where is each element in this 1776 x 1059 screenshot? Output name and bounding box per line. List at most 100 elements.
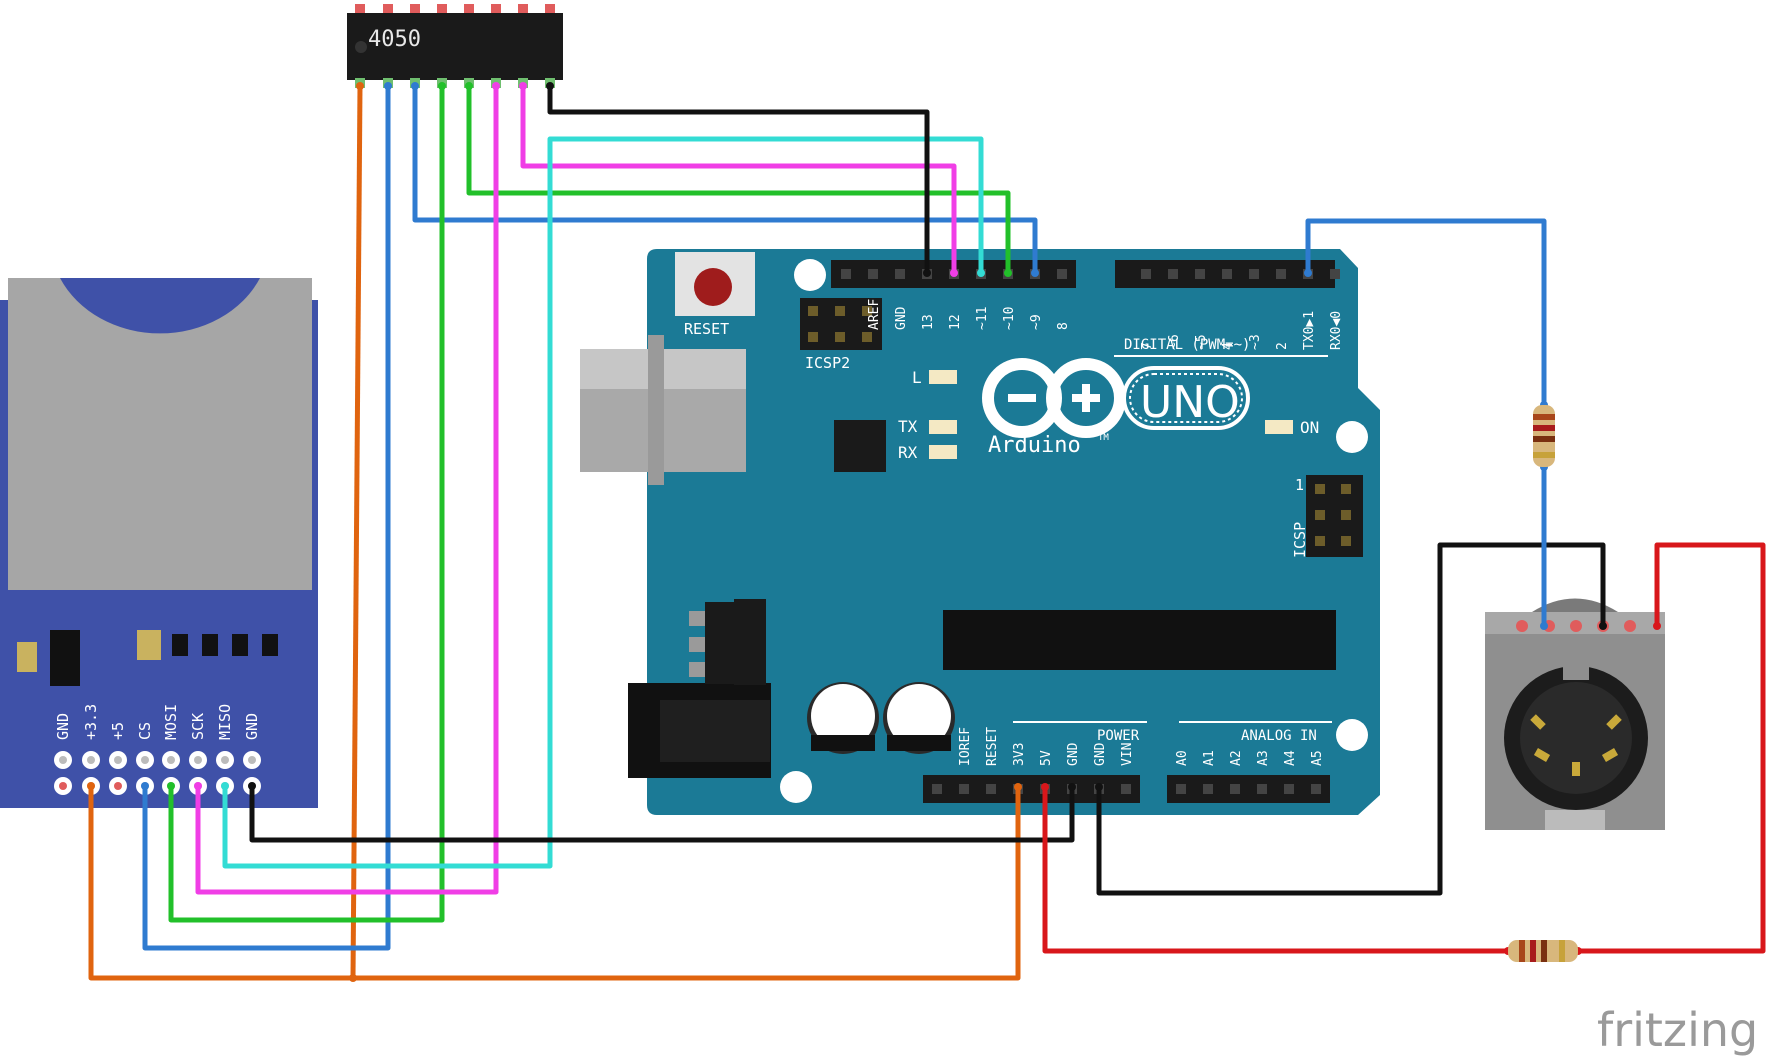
header-pin	[1311, 784, 1321, 794]
wire-endpoint	[1014, 783, 1022, 791]
icsp-pin	[1315, 484, 1325, 494]
analog-pin-label: A0	[1175, 750, 1190, 766]
wire-endpoint	[465, 82, 473, 90]
sd-pin-hole	[221, 756, 229, 764]
header-pin	[868, 269, 878, 279]
wire-blue-cs	[142, 86, 391, 951]
digital-pin-label: ~9	[1029, 314, 1044, 330]
icsp-header	[1306, 475, 1363, 557]
digital-pin-label: RX0◀0	[1329, 311, 1344, 350]
wire-endpoint	[221, 782, 229, 790]
chip-label: 4050	[368, 27, 421, 52]
sd-pin-label: MISO	[216, 704, 234, 740]
digital-label: DIGITAL (PWM=~)	[1124, 337, 1250, 353]
led-tx	[929, 420, 957, 434]
digital-pin-label: 13	[921, 314, 936, 330]
midi-din-connector	[1485, 598, 1665, 830]
fritzing-watermark: fritzing	[1597, 1003, 1758, 1057]
icsp-pin	[1315, 536, 1325, 546]
digital-pin-label: AREF	[867, 299, 882, 330]
digital-pin-label: 7	[1140, 342, 1155, 350]
sd-pin-label: +3.3	[82, 704, 100, 740]
header-pin	[1249, 269, 1259, 279]
header-pin	[1203, 784, 1213, 794]
led-rx-label: RX	[898, 443, 918, 462]
header-pin	[932, 784, 942, 794]
wire-black-sd-gnd	[249, 786, 1075, 843]
chip-pin	[410, 4, 420, 16]
chip-pin	[464, 4, 474, 16]
wire-orange-chip	[350, 85, 363, 979]
sd-pin-hole	[87, 756, 95, 764]
wire-orange-bus	[88, 786, 1021, 981]
digital-pin-label: ~10	[1002, 307, 1017, 330]
led-rx	[929, 445, 957, 459]
icsp2-pin	[862, 306, 872, 316]
icsp2-pin	[835, 332, 845, 342]
power-pin-label: GND	[1066, 742, 1081, 766]
icsp-pin	[1315, 510, 1325, 520]
header-pin	[1257, 784, 1267, 794]
capacitor-1	[807, 682, 879, 754]
power-pin-label: 5V	[1039, 750, 1054, 766]
wire-green-mosi	[168, 86, 445, 923]
mounting-hole	[794, 259, 826, 291]
led-l	[929, 370, 957, 384]
wire-endpoint	[356, 82, 364, 90]
wire-endpoint	[141, 782, 149, 790]
header-pin	[1121, 784, 1131, 794]
sd-pin-holes	[54, 751, 261, 795]
wire-endpoint	[546, 82, 554, 90]
sd-pin-label: MOSI	[162, 704, 180, 740]
icsp-pin	[1341, 484, 1351, 494]
wires	[87, 82, 1766, 982]
header-pin	[959, 784, 969, 794]
analog-pin-label: A1	[1202, 750, 1217, 766]
analog-label: ANALOG IN	[1241, 728, 1317, 744]
sd-pin-hole	[167, 756, 175, 764]
sd-pin-label: +5	[109, 722, 127, 740]
capacitor-2	[883, 682, 955, 754]
icsp2-pin	[835, 306, 845, 316]
power-pin-label: IOREF	[958, 727, 973, 766]
wire-endpoint	[923, 269, 931, 277]
digital-pin-label: ~3	[1248, 334, 1263, 350]
sd-pin-hole	[141, 756, 149, 764]
digital-pin-label: 8	[1056, 322, 1071, 330]
wire-endpoint	[384, 82, 392, 90]
icsp2-pin	[808, 332, 818, 342]
wire-endpoint	[1004, 269, 1012, 277]
digital-pin-label: ~6	[1167, 334, 1182, 350]
brand-name: Arduino	[988, 433, 1081, 458]
wire-endpoint	[438, 82, 446, 90]
icsp-pin	[1341, 536, 1351, 546]
sd-pin-label: SCK	[189, 713, 207, 740]
sd-pin-hole	[114, 782, 122, 790]
sd-pin-hole	[248, 756, 256, 764]
resistor-vertical	[1533, 405, 1555, 467]
chip-pin	[437, 4, 447, 16]
icsp2-label: ICSP2	[805, 354, 850, 372]
wire-endpoint	[194, 782, 202, 790]
wire-endpoint	[248, 782, 256, 790]
chip-pin	[355, 4, 365, 16]
header-pin	[986, 784, 996, 794]
chip-pin	[518, 4, 528, 16]
brand-trademark: TM	[1098, 433, 1109, 443]
power-analog-header	[923, 775, 1330, 803]
header-pin	[1276, 269, 1286, 279]
header-pin	[1168, 269, 1178, 279]
header-pin	[1195, 269, 1205, 279]
board-name: UNO	[1140, 377, 1240, 428]
sd-pin-label: GND	[243, 713, 261, 740]
reset-button[interactable]	[675, 252, 755, 316]
analog-pin-label: A5	[1310, 750, 1325, 766]
wire-endpoint	[519, 82, 527, 90]
icsp2-pin	[808, 306, 818, 316]
header-pin	[895, 269, 905, 279]
wire-endpoint	[87, 782, 95, 790]
